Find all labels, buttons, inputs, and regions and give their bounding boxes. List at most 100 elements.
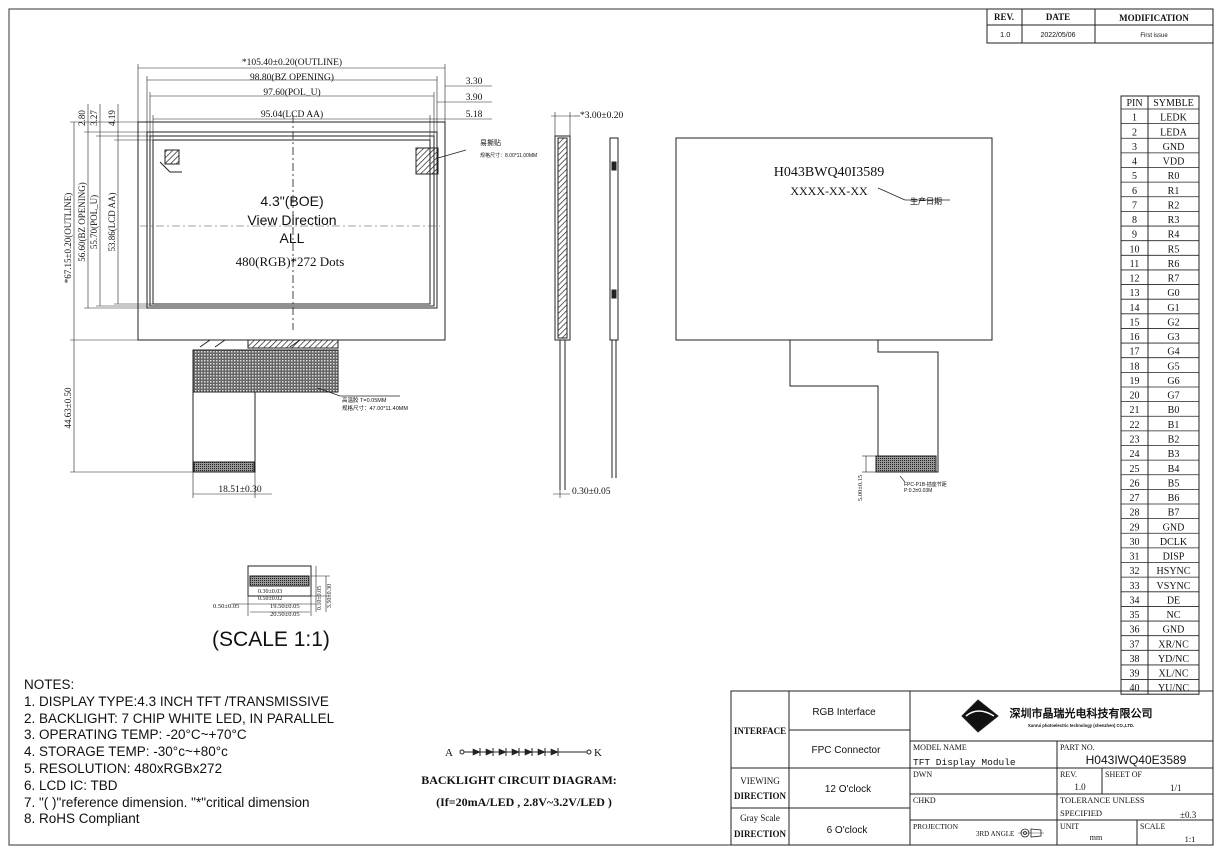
pin-number: 16	[1130, 332, 1140, 343]
symbol-header: SYMBLE	[1153, 98, 1194, 109]
note-item: 2. BACKLIGHT: 7 CHIP WHITE LED, IN PARAL…	[24, 710, 335, 726]
detail-view	[231, 565, 330, 616]
pin-number: 28	[1130, 508, 1140, 519]
easy-tear-tape-icon	[415, 147, 439, 175]
pin-symbol: G0	[1167, 288, 1179, 299]
note-item: 8. RoHS Compliant	[24, 811, 140, 827]
pin-symbol: R4	[1168, 230, 1180, 241]
pin-symbol: VSYNC	[1157, 581, 1191, 592]
tolerance-label-1: TOLERANCE UNLESS	[1060, 795, 1145, 805]
part-no-value: H043IWQ40E3589	[1086, 753, 1187, 767]
pin-number: 35	[1130, 610, 1140, 621]
dim-pol-width: 97.60(POL_U)	[263, 87, 320, 98]
dim-bz-height: 56.60(BZ OPENING)	[77, 182, 87, 262]
pin-number: 31	[1130, 552, 1140, 563]
dim-detail-d5: 20.50±0.05	[270, 611, 300, 618]
pin-number: 10	[1130, 244, 1140, 255]
backlight-title: BACKLIGHT CIRCUIT DIAGRAM:	[421, 773, 617, 787]
gray-scale-label-2: DIRECTION	[734, 829, 787, 839]
pin-symbol: B2	[1168, 434, 1180, 445]
pin-number: 1	[1132, 113, 1137, 124]
pin-symbol: R0	[1168, 171, 1180, 182]
pin-symbol: R5	[1168, 244, 1180, 255]
led-diode-icon	[485, 748, 494, 756]
led-diode-icon	[524, 748, 533, 756]
sheet-label: SHEET OF	[1105, 770, 1143, 779]
pin-number: 36	[1130, 625, 1140, 636]
pin-symbol: B0	[1168, 405, 1180, 416]
cathode-label: K	[594, 747, 602, 759]
pin-number: 34	[1130, 595, 1140, 606]
resolution-label: 480(RGB)*272 Dots	[236, 254, 345, 269]
pin-number: 6	[1132, 186, 1137, 197]
panel-size-label: 4.3"(BOE)	[260, 193, 323, 209]
anode-label: A	[445, 747, 453, 759]
pin-number: 32	[1130, 566, 1140, 577]
pin-number: 29	[1130, 522, 1140, 533]
pin-number: 9	[1132, 230, 1137, 241]
pin-number: 17	[1130, 347, 1140, 358]
unit-label: UNIT	[1060, 822, 1079, 831]
note-item: 6. LCD IC: TBD	[24, 777, 118, 793]
pin-symbol: B5	[1168, 478, 1180, 489]
sheet-value: 1/1	[1170, 783, 1182, 793]
pin-number: 37	[1130, 639, 1140, 650]
title-block	[730, 690, 1214, 846]
pin-symbol: G7	[1167, 391, 1179, 402]
company-name-en: Xunrui photoelectric technology (shenzhe…	[1028, 723, 1134, 728]
pin-symbol: G2	[1167, 317, 1179, 328]
dim-t1: 2.80	[77, 110, 87, 126]
unit-value: mm	[1090, 833, 1103, 842]
pin-symbol: NC	[1167, 610, 1181, 621]
dim-fpc-height: 44.63±0.50	[63, 387, 73, 428]
pin-number: 8	[1132, 215, 1137, 226]
pin-number: 20	[1130, 391, 1140, 402]
dim-fpc-width: 18.51±0.30	[218, 485, 261, 495]
pin-number: 15	[1130, 317, 1140, 328]
pin-number: 27	[1130, 493, 1140, 504]
view-direction-label: View Direction	[247, 212, 336, 228]
pin-number: 26	[1130, 478, 1140, 489]
pin-symbol: YD/NC	[1158, 654, 1189, 665]
pin-number: 7	[1132, 200, 1137, 211]
tape-spec: 规格尺寸：8.00*11.00MM	[480, 152, 537, 159]
pin-number: 2	[1132, 127, 1137, 138]
pin-number: 13	[1130, 288, 1140, 299]
tape-label: 易撕贴	[480, 138, 501, 147]
led-diode-icon	[537, 748, 546, 756]
dim-outline-width: *105.40±0.20(OUTLINE)	[242, 57, 342, 68]
date-value: 2022/05/06	[1040, 32, 1075, 39]
pin-symbol: B4	[1168, 464, 1180, 475]
viewing-direction-value: 12 O'clock	[825, 784, 872, 795]
sheet-border	[8, 8, 1214, 846]
fpc-pitch-value: P:0.3±0.03M	[904, 488, 932, 494]
pin-symbol: XL/NC	[1159, 669, 1189, 680]
rev-label: REV.	[1060, 770, 1077, 779]
title-block-text: INTERFACE RGB Interface FPC Connector VI…	[734, 706, 1197, 844]
pin-number: 23	[1130, 434, 1140, 445]
led-diode-icon	[472, 748, 481, 756]
backlight-circuit: A K BACKLIGHT CIRCUIT DIAGRAM: (If=20mA/…	[421, 747, 617, 809]
dim-detail-d1: 0.50±0.05	[213, 603, 239, 610]
dwn-label: DWN	[913, 770, 932, 779]
view-direction-value: ALL	[280, 230, 305, 246]
note-item: 4. STORAGE TEMP: -30°c~+80°c	[24, 744, 228, 760]
note-item: 7. "( )"reference dimension. "*"critical…	[24, 794, 310, 810]
front-view-text: *105.40±0.20(OUTLINE) 98.80(BZ OPENING) …	[63, 57, 537, 495]
pin-symbol: GND	[1163, 625, 1185, 636]
gray-scale-value: 6 O'clock	[827, 825, 869, 836]
pin-symbol: VDD	[1163, 157, 1185, 168]
pin-symbol: LEDA	[1160, 127, 1187, 138]
pin-number: 25	[1130, 464, 1140, 475]
fpc-contacts-back-icon	[875, 455, 937, 473]
pin-number: 24	[1130, 449, 1140, 460]
pin-number: 30	[1130, 537, 1140, 548]
pin-symbol: GND	[1163, 522, 1185, 533]
pin-number: 12	[1130, 274, 1140, 285]
date-code-label: XXXX-XX-XX	[790, 184, 868, 198]
notes-section: NOTES: 1. DISPLAY TYPE:4.3 INCH TFT /TRA…	[24, 677, 334, 828]
pin-number: 18	[1130, 361, 1140, 372]
fpc-contacts-icon	[193, 461, 255, 473]
pin-number: 11	[1130, 259, 1140, 270]
